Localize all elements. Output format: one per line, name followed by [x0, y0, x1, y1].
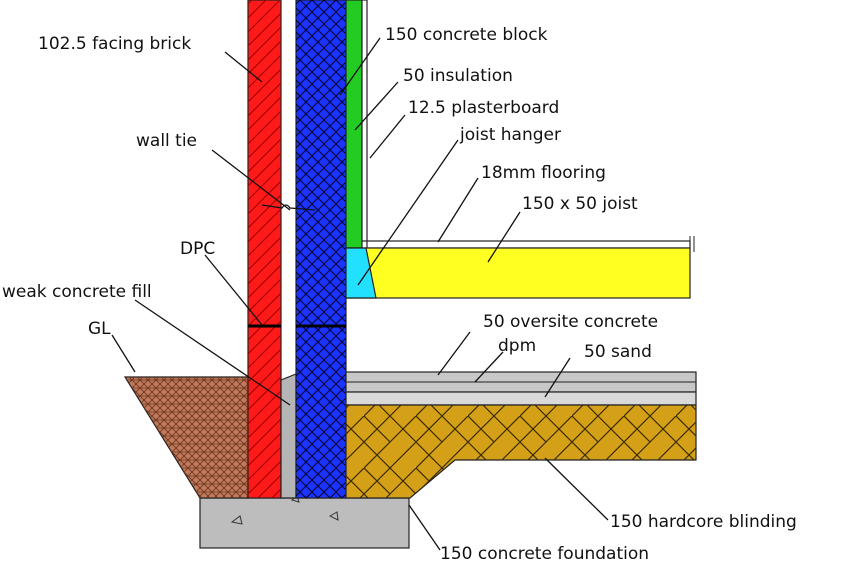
weak-concrete-fill [280, 373, 297, 499]
concrete-block-hatch [296, 0, 346, 498]
leader-insulation [354, 81, 399, 131]
leader-foundation [408, 504, 441, 551]
ground-earth-hatch [125, 377, 248, 498]
leader-plasterboard [369, 114, 406, 159]
leader-weak-fill [134, 299, 291, 406]
label-insulation: 50 insulation [403, 66, 513, 86]
leader-gl [111, 334, 136, 373]
label-dpm: dpm [498, 336, 536, 356]
leader-dpc [204, 254, 263, 326]
label-weak-fill: weak concrete fill [2, 282, 152, 302]
wall-tie-symbol [261, 204, 316, 211]
floor-joist [345, 247, 691, 299]
hardcore-hatch [346, 405, 696, 498]
label-concrete-block: 150 concrete block [385, 25, 548, 45]
leader-hardcore [544, 457, 609, 521]
leader-sand [544, 357, 571, 398]
leader-dpm [474, 351, 504, 383]
flooring-board [366, 240, 691, 249]
label-oversite: 50 oversite concrete [483, 312, 658, 332]
label-joist: 150 x 50 joist [522, 194, 638, 214]
label-dpc: DPC [180, 239, 215, 259]
label-wall-tie: wall tie [136, 131, 197, 151]
leader-joist [487, 211, 521, 263]
leader-joist-hanger [357, 139, 459, 286]
label-flooring: 18mm flooring [481, 163, 606, 183]
label-gl: GL [88, 319, 111, 339]
label-sand: 50 sand [584, 342, 652, 362]
sand-layer [345, 391, 697, 406]
leader-concrete-block [339, 37, 381, 96]
leader-facing-brick [224, 51, 263, 83]
label-foundation: 150 concrete foundation [440, 544, 649, 564]
joist-hanger [345, 247, 377, 299]
label-facing-brick: 102.5 facing brick [38, 34, 191, 54]
leader-flooring [437, 177, 479, 243]
label-hardcore: 150 hardcore blinding [610, 512, 797, 532]
leader-oversite [437, 331, 471, 376]
label-joist-hanger: joist hanger [459, 125, 561, 145]
facing-brick-hatch [248, 0, 281, 498]
label-plasterboard: 12.5 plasterboard [408, 98, 559, 118]
concrete-foundation [199, 497, 410, 549]
plasterboard-layer [361, 0, 368, 242]
leader-wall-tie [211, 149, 291, 211]
